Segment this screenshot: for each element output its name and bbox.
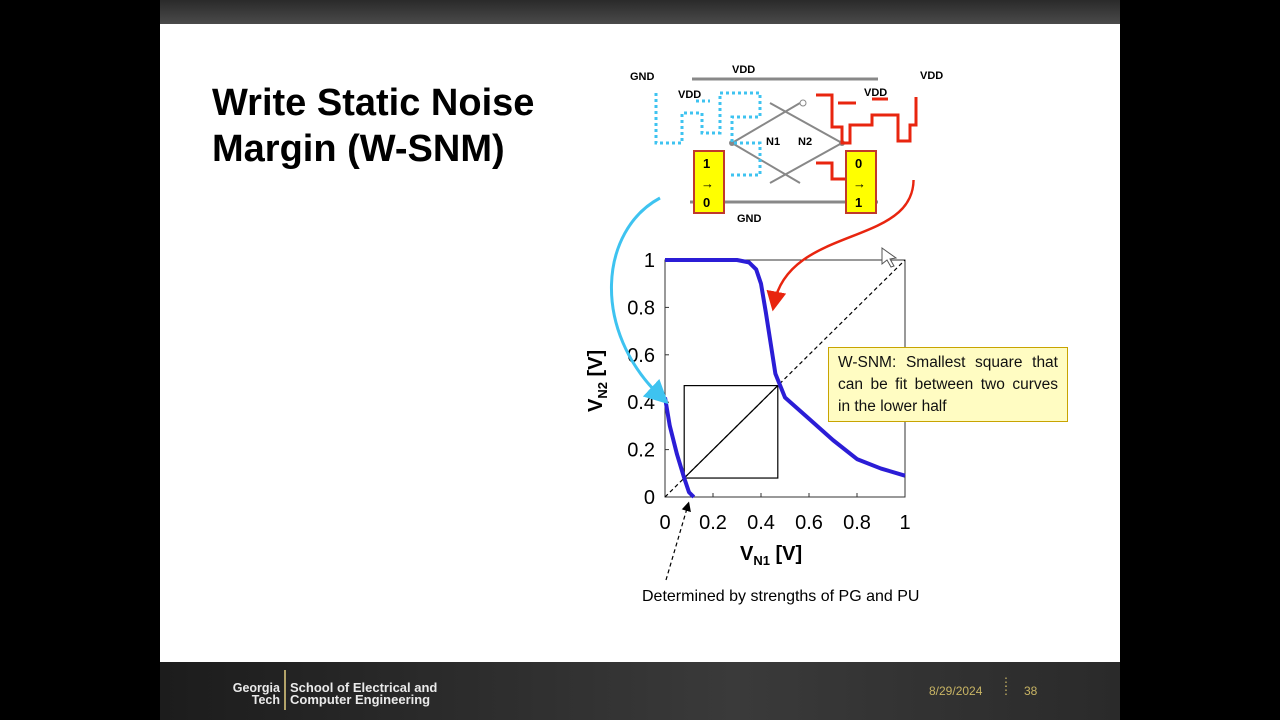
footer-separator: ⋮⋮: [1000, 675, 1012, 697]
y-tick-label: 0.6: [627, 345, 655, 367]
x-tick-label: 1: [899, 512, 910, 534]
label-n2: N2: [798, 136, 812, 148]
page-number: 38: [1024, 684, 1038, 698]
y-axis-label-text: VN2 [V]: [585, 350, 610, 412]
title-line-1: Write Static Noise: [212, 82, 535, 124]
label-n1: N1: [766, 136, 780, 148]
label-vdd-right: VDD: [920, 70, 943, 82]
footer-bar: [160, 662, 1120, 720]
y-tick-label: 0: [644, 487, 655, 509]
top-bar: [160, 0, 1120, 24]
curve-1: [665, 258, 906, 478]
left-state-box: [693, 150, 725, 214]
logo-georgia-tech: Georgia Tech: [220, 681, 280, 707]
curve-2: [663, 397, 696, 499]
black-dashed-arrow: [665, 501, 691, 581]
label-gnd-left: GND: [630, 71, 655, 83]
logo-line-2: Tech: [251, 693, 280, 707]
left-box-from: 1: [703, 156, 710, 171]
logo-line-1: Georgia: [232, 681, 280, 695]
left-box-arrow: →: [701, 176, 714, 191]
label-vdd-top: VDD: [732, 64, 755, 76]
y-tick-label: 1: [644, 250, 655, 272]
label-vdd-right-mid: VDD: [864, 87, 887, 99]
y-tick-label: 0.8: [627, 297, 655, 319]
x-tick-label: 0.6: [795, 512, 823, 534]
slide: Write Static Noise Margin (W-SNM) GND VD…: [160, 0, 1120, 720]
cursor-icon: [881, 247, 898, 268]
x-tick-label: 0.2: [699, 512, 727, 534]
logo-school-line-1: School of Electrical and: [290, 680, 438, 695]
left-cyan-path: [654, 91, 762, 177]
title-line-2: Margin (W-SNM): [212, 128, 505, 170]
x-tick-label: 0.4: [747, 512, 775, 534]
logo-divider: [284, 670, 286, 710]
right-box-arrow: →: [853, 176, 866, 191]
pg-pu-note: Determined by strengths of PG and PU: [642, 588, 920, 605]
sram-circuit: GND VDD VDD VDD VDD N1 N2 GND 1 → 0 0 → …: [630, 64, 943, 225]
y-tick-label: 0.4: [627, 392, 655, 414]
cross-wire-2: [731, 142, 801, 184]
label-gnd-bottom: GND: [737, 213, 762, 225]
right-red-path: [816, 93, 918, 145]
right-box-to: 1: [855, 195, 862, 210]
ticks: 0 0.2 0.4 0.6 0.8 1 0 0.2 0.4 0.6 0.8 1: [627, 250, 910, 534]
red-arrow: [766, 180, 915, 312]
curves: [663, 258, 906, 499]
cross-wire-4: [769, 142, 843, 184]
slide-date: 8/29/2024: [929, 684, 983, 698]
logo-school: School of Electrical and Computer Engine…: [290, 680, 438, 707]
x-tick-label: 0: [659, 512, 670, 534]
x-tick-label: 0.8: [843, 512, 871, 534]
cross-wire-3: [769, 102, 843, 144]
wsnm-annotation-box: W-SNM: Smallest square that can be fit b…: [828, 347, 1068, 422]
right-box-from: 0: [855, 156, 862, 171]
x-axis-label: VN1 [V]: [740, 543, 802, 568]
snm-square-diagonal: [683, 385, 779, 479]
snm-square: [683, 385, 779, 479]
logo-school-line-2: Computer Engineering: [290, 692, 431, 707]
cyan-arrow: [609, 196, 669, 405]
slide-title: Write Static Noise Margin (W-SNM): [212, 80, 534, 172]
cross-wire-1: [731, 102, 801, 144]
left-box-to: 0: [703, 195, 710, 210]
y-tick-label: 0.2: [627, 440, 655, 462]
label-vdd-left: VDD: [678, 89, 701, 101]
gate-bubble-1: [799, 99, 807, 107]
right-state-box: [845, 150, 877, 214]
right-red-path-2: [816, 161, 854, 181]
